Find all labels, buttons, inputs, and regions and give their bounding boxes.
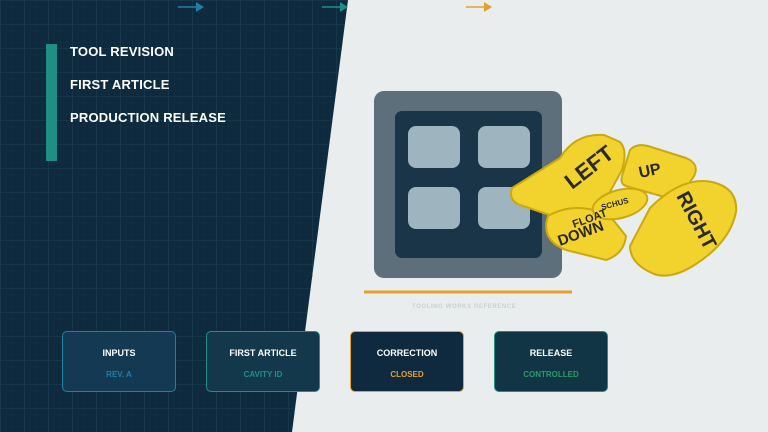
keypad-illustration: LEFT UP RIGHT FLOAT DOWN SCHUS: [510, 133, 738, 277]
keypad-up-label: UP: [637, 161, 663, 182]
topic-list: TOOL REVISION FIRST ARTICLE PRODUCTION R…: [70, 44, 226, 143]
step-value: REV. A: [106, 370, 132, 379]
topic-item: PRODUCTION RELEASE: [70, 110, 227, 125]
flow-arrow-icon: [466, 2, 492, 12]
flow-step-first-article: FIRST ARTICLE CAVITY ID: [206, 331, 320, 392]
flow-arrow-icon: [322, 2, 348, 12]
step-title: FIRST ARTICLE: [229, 348, 297, 358]
step-title: INPUTS: [102, 348, 136, 358]
step-value: CLOSED: [390, 370, 424, 379]
flow-arrow-icon: [178, 2, 204, 12]
flow-step-correction: CORRECTION CLOSED: [350, 331, 464, 392]
step-title: CORRECTION: [376, 348, 438, 358]
figure-caption: TOOLING WORKS REFERENCE: [412, 304, 517, 310]
accent-bar: [46, 44, 57, 161]
step-title: RELEASE: [529, 348, 573, 358]
step-value: CAVITY ID: [243, 370, 283, 379]
flow-step-inputs: INPUTS REV. A: [62, 331, 176, 392]
flow-step-release: RELEASE CONTROLLED: [494, 331, 608, 392]
topic-item: TOOL REVISION: [70, 44, 174, 59]
topic-item: FIRST ARTICLE: [70, 77, 170, 92]
device-illustration: [374, 91, 562, 278]
step-value: CONTROLLED: [523, 370, 579, 379]
